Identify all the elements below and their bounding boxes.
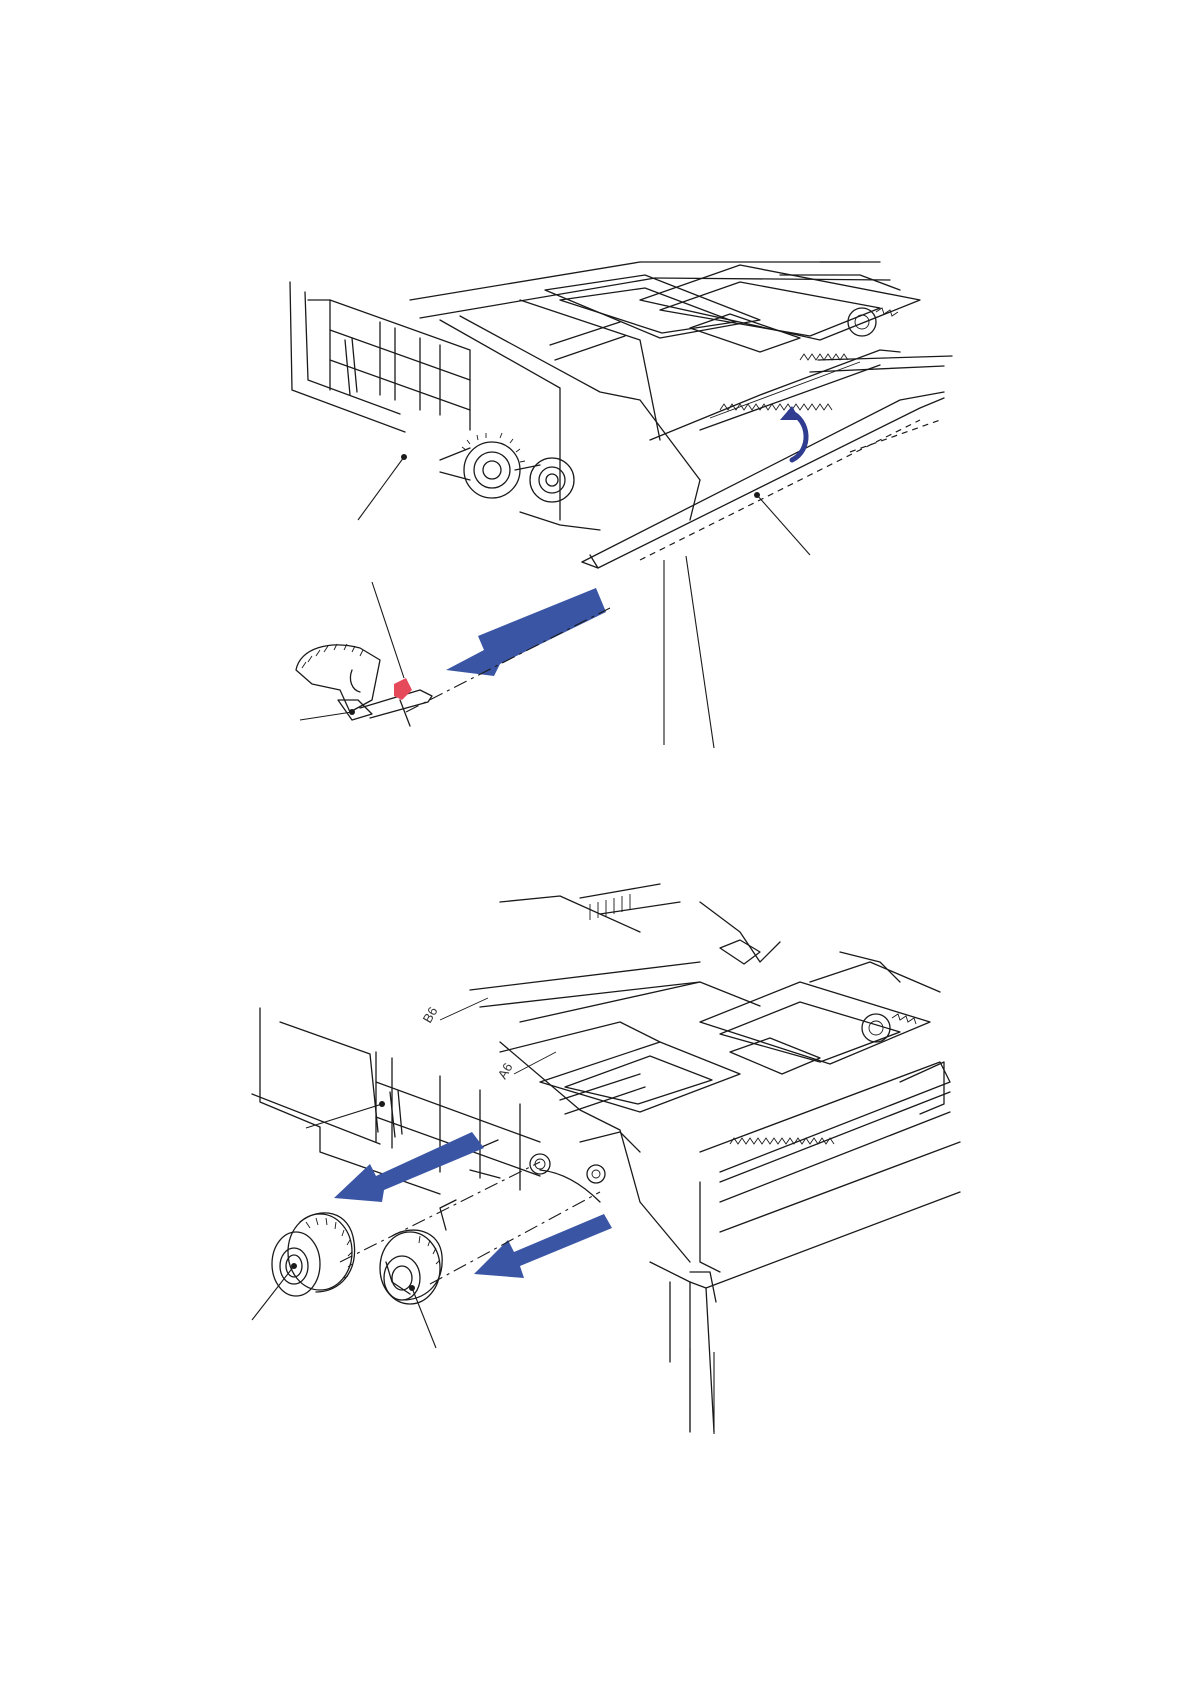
paper-tray [252,884,960,1302]
roller-small [380,1230,442,1304]
roller-assembly [440,433,600,530]
tray-mark-a6: A6 [495,1060,516,1081]
diagram-bottom: B6 A6 [0,842,1190,1684]
tray-mark-b6: B6 [420,1004,441,1025]
arrow-icon [446,588,606,676]
centerline-mark [400,700,410,726]
centerline-mark [440,1200,456,1230]
lift-arm-shaft [582,356,952,568]
figure-bottom-roller-removal: B6 A6 [0,842,1190,1684]
centerline [406,608,610,712]
arrow-icon [474,1214,612,1278]
roller-large [272,1213,355,1296]
paper-tray [290,262,920,520]
tray-size-marks: B6 A6 [420,998,556,1082]
leader-lines [300,454,810,748]
shaft-stubs [470,1140,605,1183]
figure-top-lift-arm-removal [0,0,1190,842]
highlight-marker [394,678,412,700]
curved-arrow-icon [780,406,806,460]
front-plate [650,1192,960,1432]
arrow-icon [334,1132,484,1202]
diagram-top [0,0,1190,842]
